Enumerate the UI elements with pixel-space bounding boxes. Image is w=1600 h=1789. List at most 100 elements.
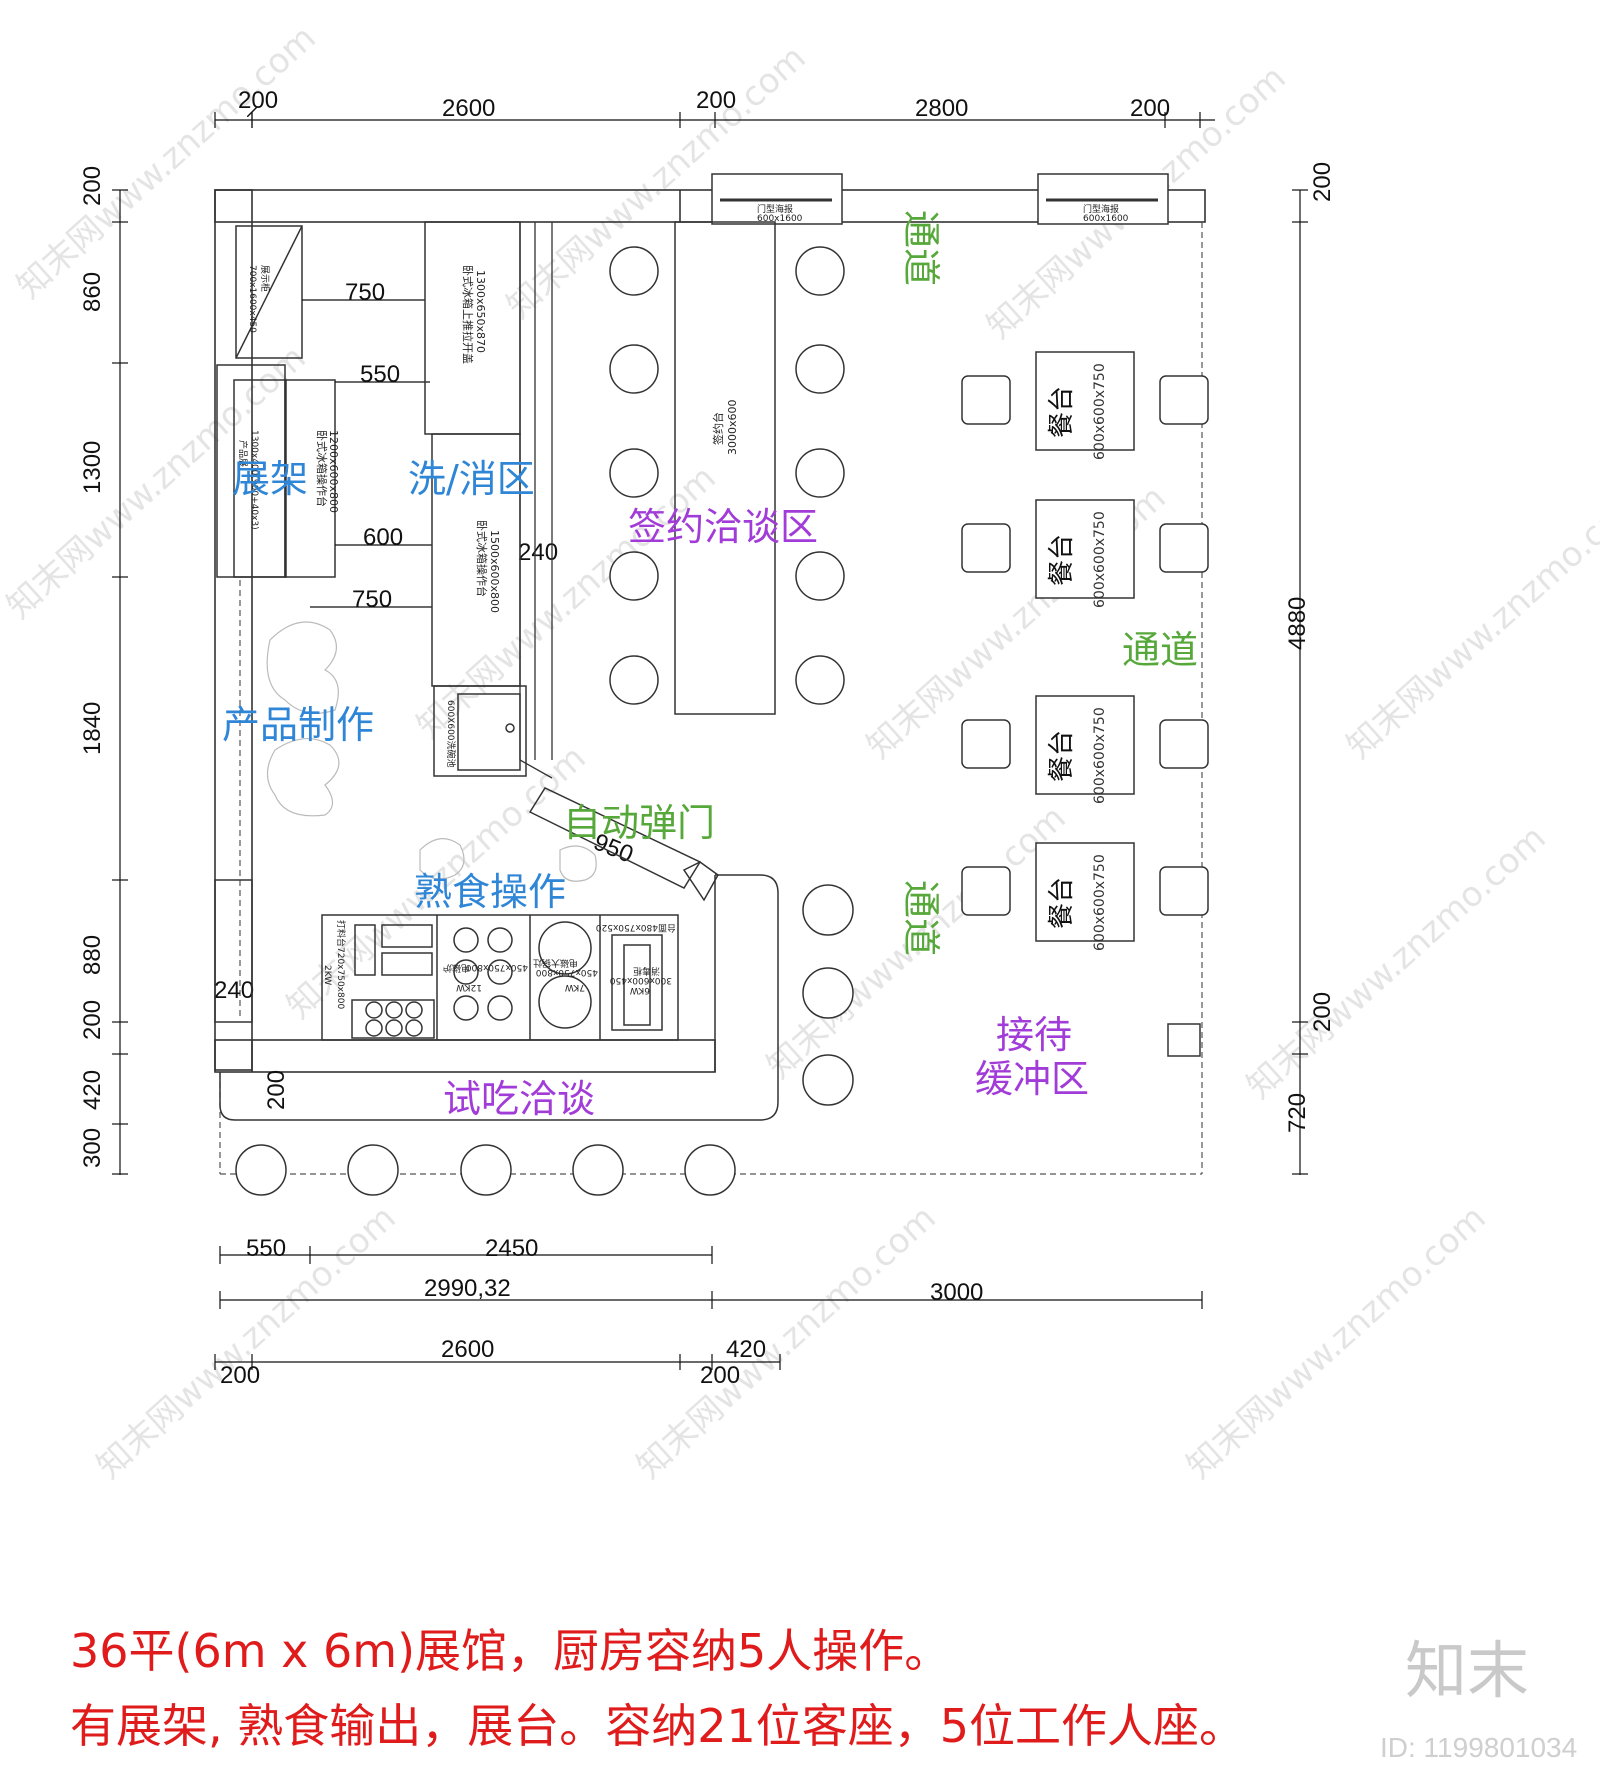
left-dimensions xyxy=(112,189,128,1175)
product-rack-label: 产品展 xyxy=(237,440,249,467)
dim-top-4: 2800 xyxy=(915,95,968,122)
kitchen-eq4-label: 消毒柜 xyxy=(633,965,660,977)
caption-line-2: 有展架, 熟食输出，展台。容纳21位客座，5位工作人座。 xyxy=(70,1699,1246,1753)
zone-sign: 签约洽谈区 xyxy=(628,505,818,549)
reception-post xyxy=(1167,1023,1201,1057)
dim-bottom-2990: 2990,32 xyxy=(424,1275,511,1302)
bottom-dimensions xyxy=(214,1246,1203,1370)
product-rack xyxy=(216,364,336,578)
kitchen-eq4-power: 6KW xyxy=(630,985,650,995)
table-4-size: 600x600x750 xyxy=(1092,854,1108,951)
dim-left-8: 300 xyxy=(79,1128,106,1168)
freezer-top-label: 卧式冰箱上推拉开盖 xyxy=(461,265,475,364)
kitchen-eq3-power: 7KW xyxy=(565,982,585,992)
dim-right-3: 200 xyxy=(1309,992,1336,1032)
dim-left-5: 880 xyxy=(79,935,106,975)
dim-top-5: 200 xyxy=(1130,95,1170,122)
zone-reception-1: 接待 xyxy=(996,1013,1072,1057)
zone-wash: 洗/消区 xyxy=(408,457,535,501)
poster-2-size: 600x1600 xyxy=(1083,214,1129,224)
table-1-size: 600x600x750 xyxy=(1092,363,1108,460)
tasting-counter xyxy=(219,874,779,1121)
kitchen-eq1-label: 打料台720x750x800 xyxy=(335,920,347,1009)
zone-aisle-mid: 通道 xyxy=(1122,628,1198,672)
zone-product: 产品制作 xyxy=(222,703,374,747)
dim-int-240b: 240 xyxy=(214,977,254,1004)
sign-table xyxy=(674,221,776,715)
zone-tasting: 试吃洽谈 xyxy=(443,1077,595,1121)
dim-right-1: 200 xyxy=(1309,162,1336,202)
table-2-label: 餐台 xyxy=(1047,534,1077,586)
image-id: ID: 1199801034 xyxy=(1380,1732,1578,1763)
freezer-op1-size: 1200x600x800 xyxy=(327,430,340,513)
sink-label: 600X600洗碗池 xyxy=(445,700,457,768)
kitchen-pillar xyxy=(214,879,253,1023)
top-dimensions xyxy=(214,112,1215,128)
product-rack-size: 1300x400(900+40x3) xyxy=(249,430,259,530)
kitchen-eq3-label: 电磁大锅灶 xyxy=(533,957,578,969)
kitchen-eq3-size: 450x750x800 xyxy=(536,967,598,977)
dim-bottom-3000: 3000 xyxy=(930,1279,983,1306)
zone-shelf: 展架 xyxy=(232,457,308,501)
person-figures xyxy=(266,621,597,882)
dim-top-1: 200 xyxy=(238,87,278,114)
dim-bottom-2450: 2450 xyxy=(485,1235,538,1262)
kitchen-eq1-power: 2KW xyxy=(322,965,332,985)
dim-bottom-550: 550 xyxy=(246,1235,286,1262)
poster-2-label: 门型海报 xyxy=(1083,203,1119,215)
table-3-label: 餐台 xyxy=(1047,730,1077,782)
dim-top-3: 200 xyxy=(696,87,736,114)
dim-int-550: 550 xyxy=(360,361,400,388)
watermark: 知末网www.znzmo.com xyxy=(409,458,723,747)
dim-left-3: 1300 xyxy=(79,441,106,494)
zone-reception-2: 缓冲区 xyxy=(975,1057,1089,1101)
caption-line-1: 36平(6m x 6m)展馆，厨房容纳5人操作。 xyxy=(70,1624,951,1678)
watermark: 知末网www.znzmo.com xyxy=(9,18,323,307)
freezer-op2-size: 1500x600x800 xyxy=(488,530,501,613)
dim-bottom3-3: 200 xyxy=(700,1362,740,1389)
brand-watermark: 知末 xyxy=(1405,1634,1530,1707)
dim-int-750b: 750 xyxy=(352,586,392,613)
dim-left-1: 200 xyxy=(79,166,106,206)
watermark: 知末网www.znzmo.com xyxy=(1339,478,1600,767)
zone-cooked: 熟食操作 xyxy=(414,870,566,914)
dim-bottom3-2: 2600 xyxy=(441,1336,494,1363)
dim-left-4: 1840 xyxy=(79,702,106,755)
dim-left-6: 200 xyxy=(79,1000,106,1040)
kitchen-eq4-size: 300x600x450 xyxy=(610,975,672,985)
kitchen-eq2-power: 12KW xyxy=(456,982,482,992)
stools-tasting xyxy=(235,884,854,1196)
freezer-op2-label: 卧式冰箱操作台 xyxy=(475,520,489,597)
sign-table-size: 3000x600 xyxy=(726,399,739,455)
display-cabinet xyxy=(235,225,303,359)
table-3-size: 600x600x750 xyxy=(1092,707,1108,804)
zone-door: 自动弹门 xyxy=(563,801,715,845)
dim-int-200: 200 xyxy=(263,1070,290,1110)
watermark: 知末网www.znzmo.com xyxy=(1239,818,1553,1107)
zone-aisle-bottom: 通道 xyxy=(899,880,943,956)
kitchen-eq5-label: 台面480x750x520 xyxy=(596,922,676,934)
sign-table-label: 签约台 xyxy=(711,412,725,445)
dim-top-2: 2600 xyxy=(442,95,495,122)
poster-stand-2: 门型海报 600x1600 xyxy=(1037,173,1169,225)
kitchen-eq2-label: 电磁炉 xyxy=(443,962,470,974)
dim-int-750a: 750 xyxy=(345,279,385,306)
freezer-op1-label: 卧式冰箱操作台 xyxy=(315,430,329,507)
dim-right-2: 4880 xyxy=(1284,597,1311,650)
display-cabinet-label: 展示柜 xyxy=(259,265,271,292)
poster-1-label: 门型海报 xyxy=(757,203,793,215)
kitchen-counter xyxy=(321,914,679,1041)
right-dimensions xyxy=(1292,189,1308,1175)
watermark: 知末网www.znzmo.com xyxy=(1179,1198,1493,1487)
table-1-label: 餐台 xyxy=(1047,386,1077,438)
stools-sign xyxy=(609,246,845,705)
freezer-top-size: 1300x650x870 xyxy=(474,270,487,353)
dim-right-4: 720 xyxy=(1284,1093,1311,1133)
table-2-size: 600x600x750 xyxy=(1092,511,1108,608)
zone-aisle-top: 通道 xyxy=(899,210,943,286)
dim-bottom3-4: 420 xyxy=(726,1336,766,1363)
kitchen-eq2-size: 450x750x800 xyxy=(466,962,528,972)
table-4-label: 餐台 xyxy=(1047,877,1077,929)
dim-int-600: 600 xyxy=(363,524,403,551)
